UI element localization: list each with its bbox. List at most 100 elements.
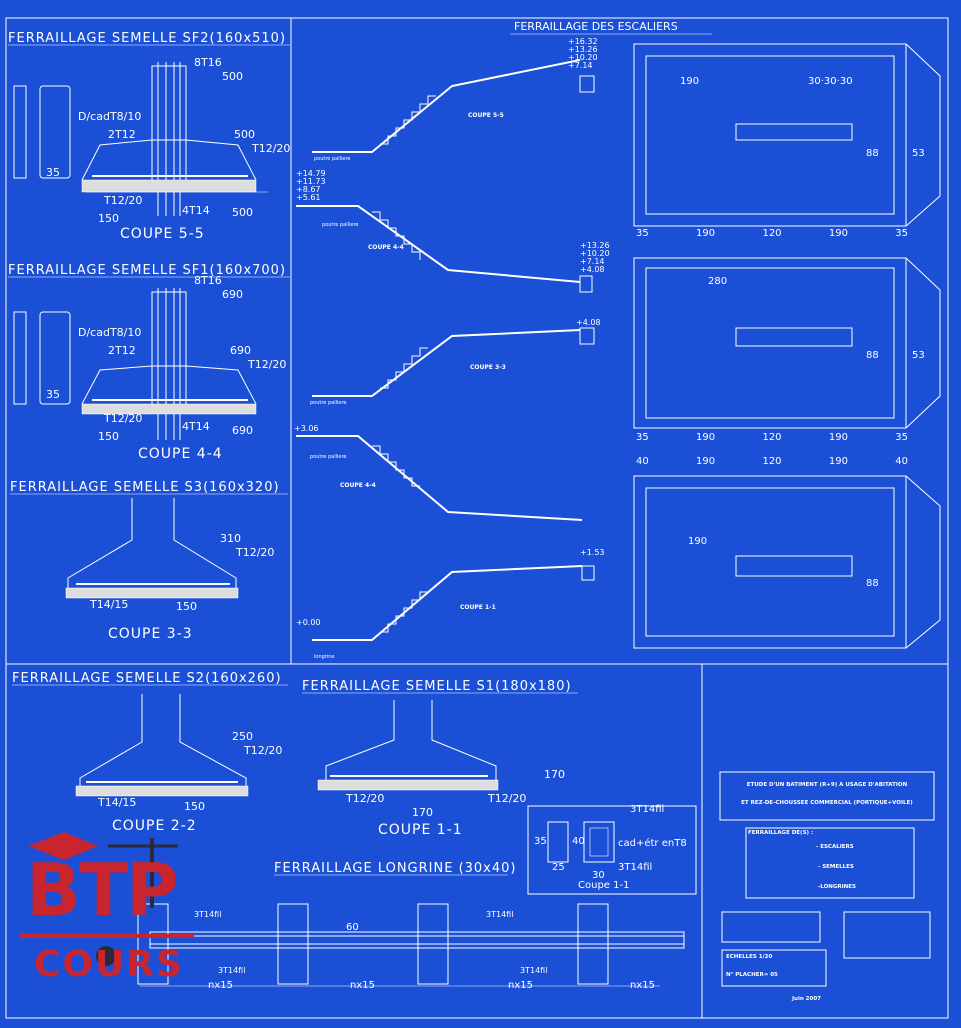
plan-1-side	[905, 43, 941, 227]
longrine-section-side	[547, 821, 569, 863]
stairs-title: FERRAILLAGE DES ESCALIERS	[514, 20, 678, 33]
cartouche-planche: N° PLACHER= 05	[726, 972, 778, 978]
s3-label-7: 150	[176, 600, 197, 613]
plan-1-outline	[633, 43, 907, 227]
s1-slab	[317, 779, 499, 791]
stair-5-name: COUPE 5-5	[468, 112, 504, 119]
sf1-coupe-label: COUPE 4-4	[138, 446, 223, 462]
longrine-label-4: 60	[346, 922, 359, 933]
stair-3-palier: poutre palliere	[310, 400, 347, 406]
sf2-stirrup-b	[39, 85, 71, 179]
stair-1-level-2: +0.00	[296, 618, 321, 627]
plan-2-inner-53: 53	[912, 350, 925, 361]
plan-3-inner-88: 88	[866, 578, 879, 589]
stair-4a-name: COUPE 4-4	[368, 244, 404, 251]
s1-label-5: T12/20	[488, 792, 527, 805]
longrine-label-2: 3T14fil	[218, 966, 246, 975]
sf1-drawing: FERRAILLAGE SEMELLE SF1(160x700)	[8, 263, 290, 440]
cartouche-item-0: - ESCALIERS	[816, 844, 854, 850]
stair-4b-name: COUPE 4-4	[340, 482, 376, 489]
longrine-section-top: 3T14fil	[630, 804, 665, 815]
s2-outline-left	[79, 694, 143, 786]
sf2-column	[151, 65, 187, 183]
stair-4b-palier: poutre palliere	[310, 454, 347, 460]
stairs-panel-frame	[290, 17, 949, 665]
sf2-label-0: 8T16	[194, 56, 222, 69]
stair-1-name: COUPE 1-1	[460, 604, 496, 611]
sf1-stirrup-a	[13, 311, 27, 405]
sf1-column	[151, 291, 187, 409]
s3-coupe-label: COUPE 3-3	[108, 626, 193, 642]
longrine-label-8: nx15	[630, 980, 655, 991]
stair-4a-palier: poutre palliere	[322, 222, 359, 228]
sf1-footing-outline	[81, 365, 257, 405]
sf2-label-4: D/cadT8/10	[78, 110, 142, 123]
stair-1-steps	[380, 591, 428, 633]
sf1-label-18: 690	[232, 424, 253, 437]
stair-5-steps	[380, 95, 436, 145]
stair-4b-level: +4.08	[576, 318, 601, 327]
stair-1-palier: longrine	[314, 654, 335, 660]
s1-drawing: FERRAILLAGE SEMELLE S1(180x180)	[302, 679, 578, 791]
cartouche	[719, 771, 935, 987]
stair-coupe-4a	[296, 205, 593, 293]
longrine-section-h2: 40	[572, 836, 585, 847]
logo-crane-icon	[150, 838, 154, 908]
s3-label-3: T12/20	[236, 546, 275, 559]
s1-outline-right	[431, 700, 497, 780]
stair-1-level-1: +1.53	[580, 548, 605, 557]
sf1-label-6: 690	[230, 344, 251, 357]
s2-label-5: T14/15	[98, 796, 137, 809]
logo-helmet-icon	[96, 946, 116, 966]
s2-title: FERRAILLAGE SEMELLE S2(160x260)	[12, 671, 282, 686]
longrine-section-bottom: 3T14fil	[618, 862, 653, 873]
longrine-label-1: 3T14fil	[486, 910, 514, 919]
sf1-stirrup-b	[39, 311, 71, 405]
s3-outline-right	[173, 498, 237, 588]
stair-3-name: COUPE 3-3	[470, 364, 506, 371]
s2-slab	[75, 785, 249, 797]
sf2-label-5: 2T12	[108, 128, 136, 141]
plan-1-inner-53: 53	[912, 148, 925, 159]
cartouche-title-box	[719, 771, 935, 821]
sf2-drawing: FERRAILLAGE SEMELLE SF2(160x510)	[8, 31, 290, 216]
longrine-section-stirrup	[589, 827, 609, 857]
s1-coupe-label: COUPE 1-1	[378, 822, 463, 838]
sf1-label-12: 35	[46, 388, 60, 401]
cartouche-small-box-2	[843, 911, 931, 959]
logo-text-sub: COURS	[34, 944, 184, 985]
longrine-label-3: 3T14fil	[520, 966, 548, 975]
plan-2-side	[905, 257, 941, 429]
cartouche-scale-box	[721, 949, 827, 987]
sf2-label-13: 35	[46, 166, 60, 179]
longrine-pier-4	[577, 903, 609, 985]
cartouche-date: Juin 2007	[792, 996, 821, 1002]
s1-label-4: T12/20	[346, 792, 385, 805]
cartouche-item-1: - SEMELLES	[818, 864, 854, 870]
plan-2-inner-280: 280	[708, 276, 728, 287]
sf1-label-0: 8T16	[194, 274, 222, 287]
s1-title: FERRAILLAGE SEMELLE S1(180x180)	[302, 679, 572, 694]
plan-1	[633, 43, 941, 227]
s3-drawing: FERRAILLAGE SEMELLE S3(160x320)	[10, 480, 288, 599]
s1-label-6: 170	[412, 806, 433, 819]
s1-label-2: 170	[544, 768, 565, 781]
sf1-label-1: 690	[222, 288, 243, 301]
s3-outline-left	[67, 498, 133, 588]
longrine-drawing: FERRAILLAGE LONGRINE (30x40)	[137, 861, 685, 987]
stair-5-palier: poutre palliere	[314, 156, 351, 162]
longrine-label-7: nx15	[508, 980, 533, 991]
sf2-label-19: 500	[232, 206, 253, 219]
cartouche-echelle: ECHELLES 1/20	[726, 954, 773, 960]
stair-4a-slab	[296, 205, 581, 283]
sf1-label-17: 4T14	[182, 420, 210, 433]
sf2-label-17: 150	[98, 212, 119, 225]
longrine-section-name: Coupe 1-1	[578, 880, 630, 891]
longrine-section-mid: cad+étr enT8	[618, 838, 687, 849]
stair-coupe-5	[312, 59, 595, 153]
stair-4b-steps	[372, 445, 420, 487]
longrine-section-w: 30	[592, 870, 605, 881]
s3-label-1: 310	[220, 532, 241, 545]
plan-1-inner-88: 88	[866, 148, 879, 159]
